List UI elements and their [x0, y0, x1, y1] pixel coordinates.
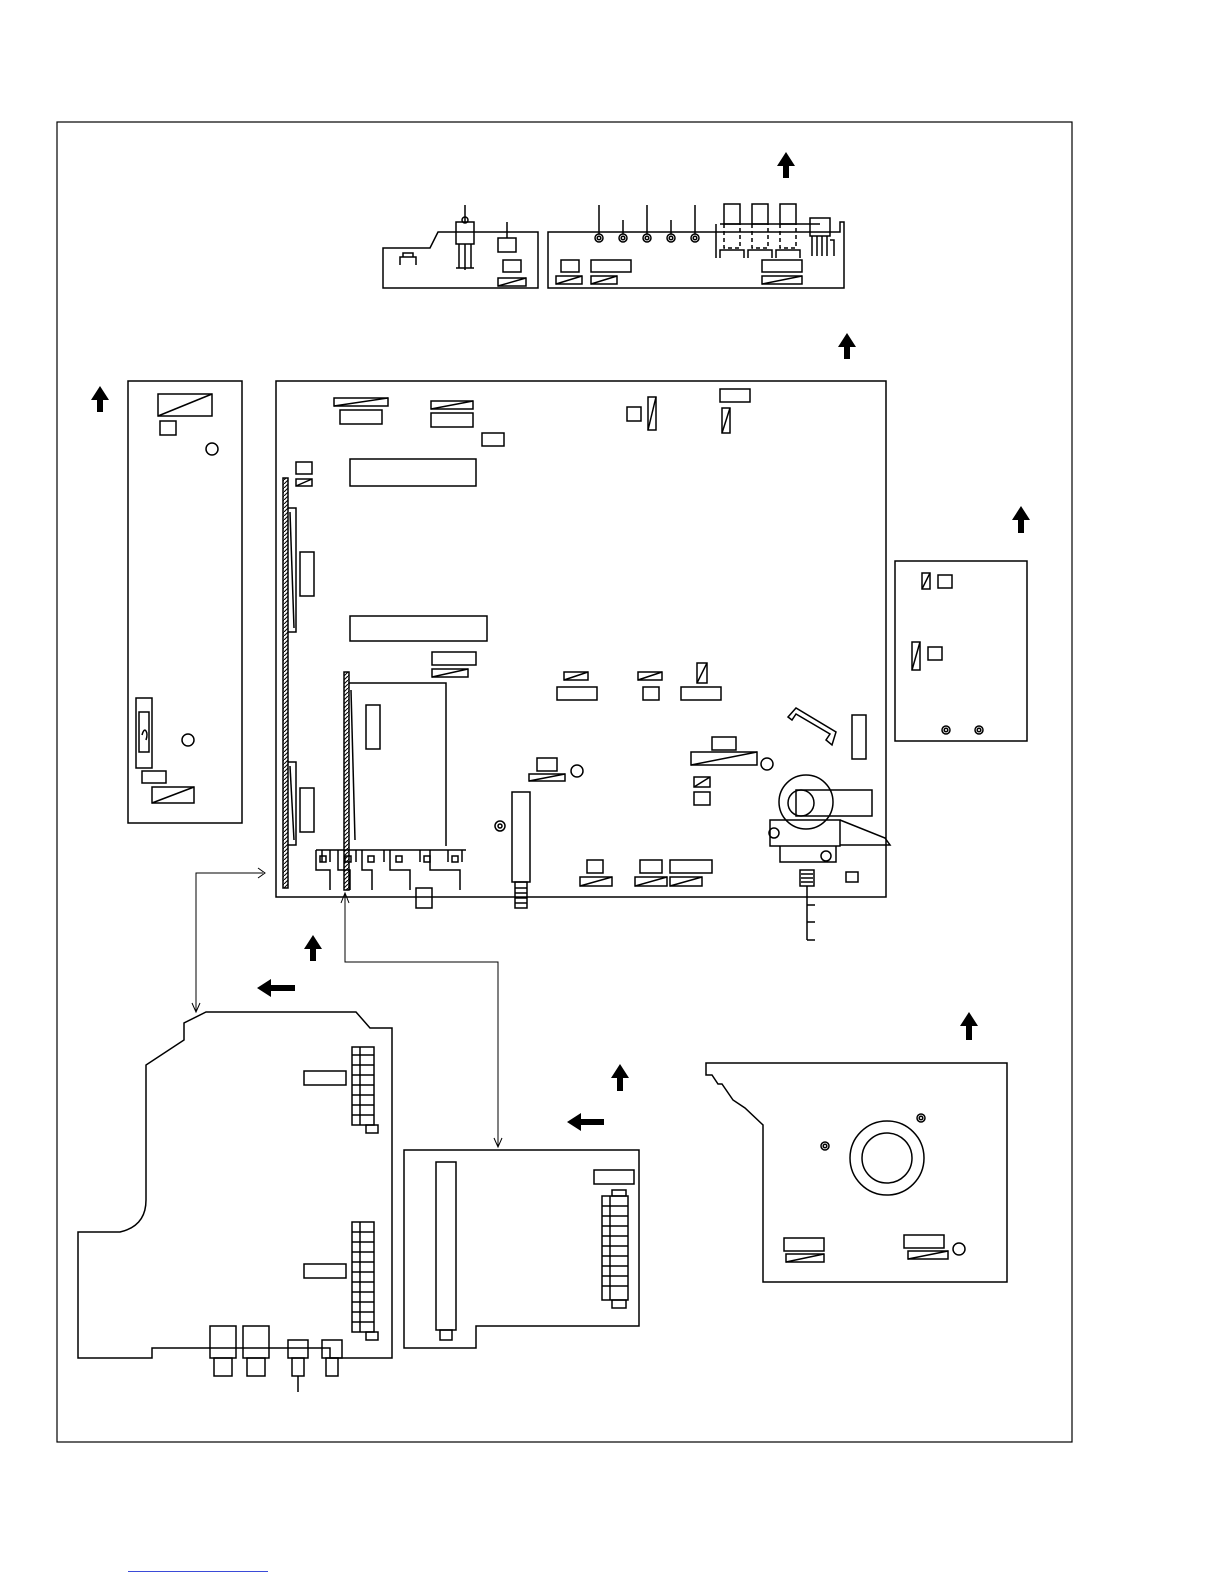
- bottom-right-crt-board: [706, 1063, 1007, 1282]
- direction-arrows: [91, 152, 1030, 1131]
- tact-switch-row: [716, 204, 820, 258]
- arrow-up: [91, 386, 109, 412]
- footer-rule: [128, 1571, 268, 1572]
- right-small-board: [895, 561, 1027, 741]
- led-row: [595, 205, 699, 242]
- connection-lines: [192, 868, 502, 1147]
- main-board: [276, 381, 890, 940]
- arrow-up: [611, 1064, 629, 1091]
- arrow-up: [960, 1012, 978, 1040]
- arrow-left: [567, 1113, 604, 1131]
- connector-bank: [316, 850, 466, 908]
- arrow-up: [777, 152, 795, 178]
- bottom-left-io-board: [78, 1012, 392, 1392]
- top-switch-board-left: [383, 205, 538, 288]
- tuner-knob: [769, 775, 890, 940]
- left-power-board: [128, 381, 242, 823]
- arrow-up: [838, 333, 856, 359]
- arrow-left: [257, 979, 295, 997]
- top-switch-board-right: [548, 204, 844, 288]
- bottom-middle-board: [404, 1150, 639, 1348]
- diagram-frame: [57, 122, 1072, 1442]
- arrow-up: [304, 935, 322, 961]
- arrow-up: [1012, 506, 1030, 533]
